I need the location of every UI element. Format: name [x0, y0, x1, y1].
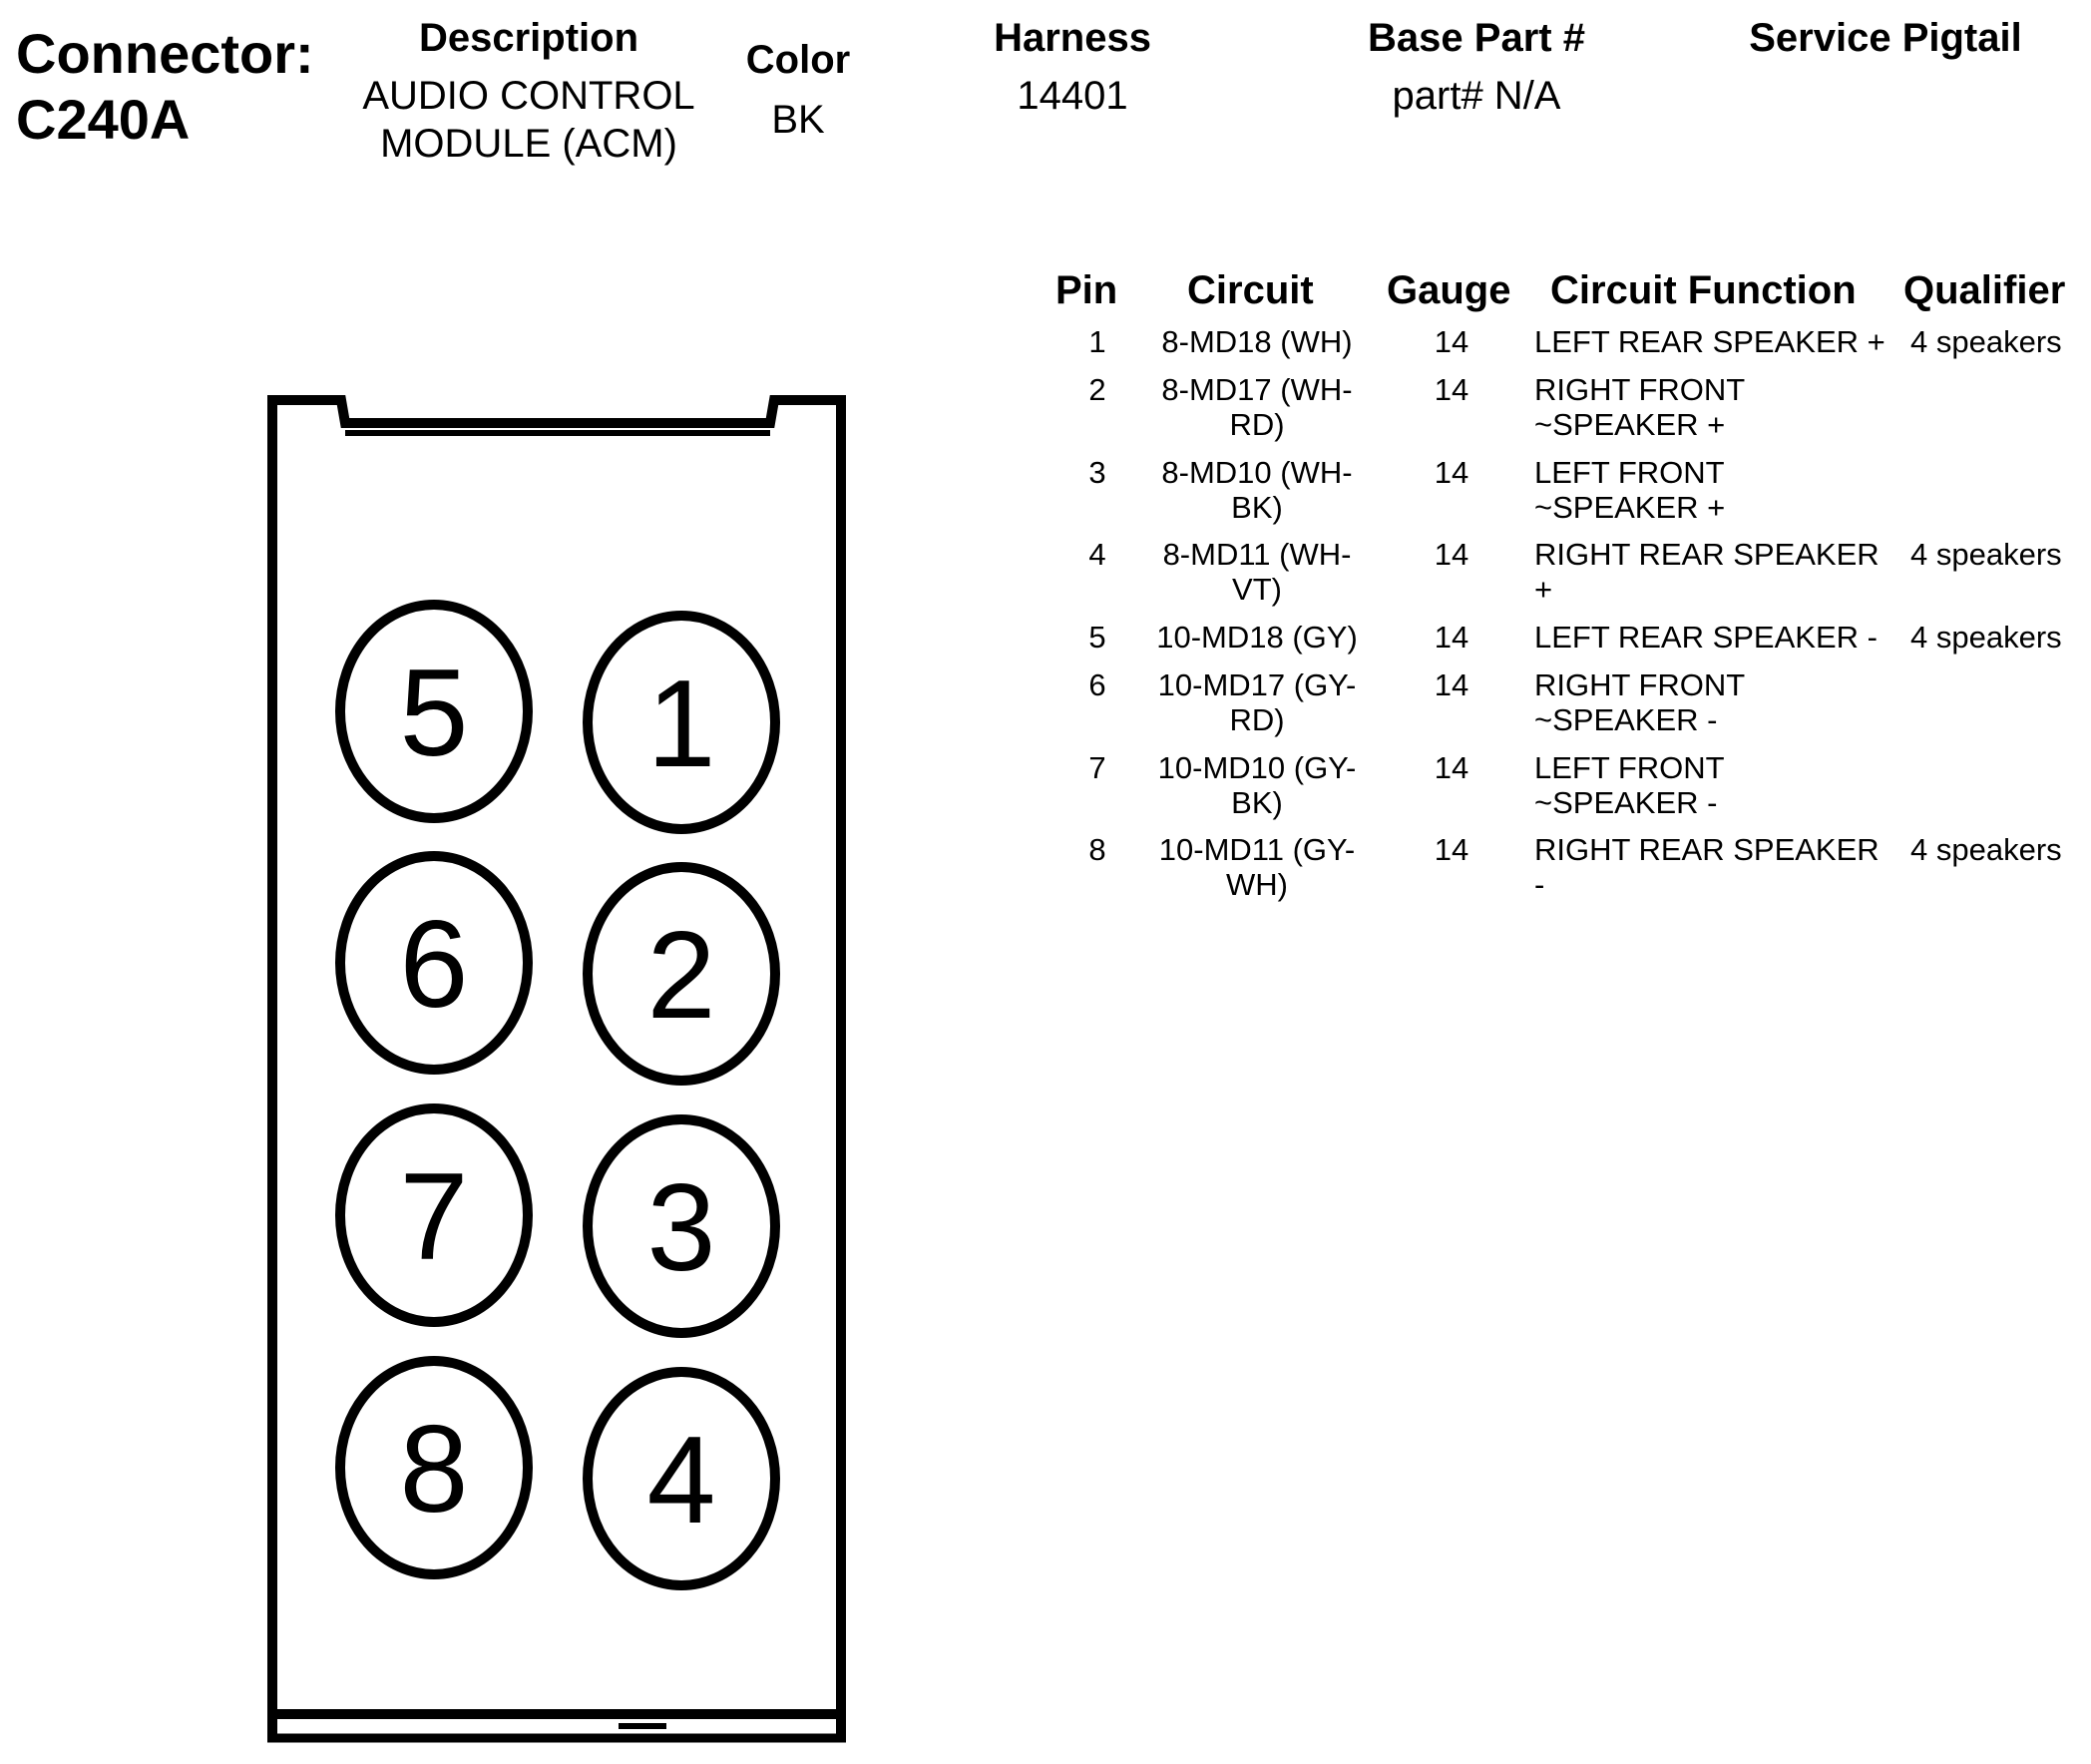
circuit-cell: 10-MD11 (GY- WH): [1158, 832, 1356, 902]
circuit-cell: 8-MD17 (WH- RD): [1161, 372, 1353, 442]
cavity-number: 1: [647, 656, 716, 793]
cavity-circle: [335, 600, 533, 823]
circuit-function-cell: LEFT FRONT ~SPEAKER -: [1534, 750, 1725, 820]
description-value: AUDIO CONTROL MODULE (ACM): [362, 74, 695, 166]
cavity: 2: [583, 862, 780, 1086]
cavity-number: 3: [647, 1159, 716, 1297]
pin-cell: 5: [1088, 620, 1106, 655]
color-label: Color: [745, 38, 851, 82]
connector-id: C240A: [16, 88, 191, 151]
cavity: 3: [583, 1114, 780, 1338]
cavity: 4: [583, 1367, 780, 1590]
circuit-cell: 10-MD18 (GY): [1156, 620, 1358, 655]
cavity: 5: [335, 600, 533, 823]
cavity-circle: [583, 1114, 780, 1338]
base-part-value: part# N/A: [1392, 74, 1561, 118]
circuit-function-cell: LEFT FRONT ~SPEAKER +: [1534, 455, 1726, 525]
gauge-cell: 14: [1434, 750, 1469, 785]
qualifier-cell: 4 speakers: [1910, 620, 2062, 655]
pin-cell: 7: [1088, 750, 1106, 785]
cavity-circle: [335, 851, 533, 1075]
cavity: 6: [335, 851, 533, 1075]
qualifier-cell: 4 speakers: [1910, 324, 2062, 359]
circuit-cell: 10-MD17 (GY- RD): [1157, 667, 1357, 737]
gauge-cell: 14: [1434, 832, 1469, 867]
connector-housing-outline: [267, 395, 846, 1736]
harness-value: 14401: [1017, 74, 1128, 118]
circuit-function-cell: RIGHT REAR SPEAKER -: [1534, 832, 1880, 902]
color-value: BK: [771, 98, 825, 142]
circuit-cell: 10-MD10 (GY- BK): [1157, 750, 1357, 820]
pin-cell: 3: [1088, 455, 1106, 490]
column-header-qualifier: Qualifier: [1903, 268, 2066, 312]
cavity-circle: [583, 611, 780, 834]
column-header-circuit-function: Circuit Function: [1550, 268, 1857, 312]
connector-title-label: Connector:: [16, 22, 314, 85]
gauge-cell: 14: [1434, 620, 1469, 655]
cavity: 8: [335, 1356, 533, 1579]
gauge-cell: 14: [1434, 324, 1469, 359]
circuit-cell: 8-MD10 (WH- BK): [1161, 455, 1353, 525]
gauge-cell: 14: [1434, 537, 1469, 572]
cavity: 7: [335, 1103, 533, 1327]
cavity-number: 4: [647, 1412, 716, 1549]
circuit-cell: 8-MD11 (WH- VT): [1162, 537, 1352, 607]
cavity-number: 2: [647, 907, 716, 1045]
circuit-cell: 8-MD18 (WH): [1161, 324, 1353, 359]
pin-cell: 6: [1088, 667, 1106, 702]
harness-label: Harness: [994, 16, 1151, 60]
pin-cell: 8: [1088, 832, 1106, 867]
column-header-circuit: Circuit: [1187, 268, 1314, 312]
cavity: 1: [583, 611, 780, 834]
circuit-function-cell: RIGHT REAR SPEAKER +: [1534, 537, 1880, 607]
column-header-pin: Pin: [1055, 268, 1118, 312]
column-header-gauge: Gauge: [1387, 268, 1511, 312]
pin-cell: 1: [1088, 324, 1106, 359]
gauge-cell: 14: [1434, 372, 1469, 407]
pin-cell: 2: [1088, 372, 1106, 407]
cavity-number: 7: [400, 1148, 469, 1286]
cavity-circle: [583, 1367, 780, 1590]
cavity-circle: [335, 1103, 533, 1327]
gauge-cell: 14: [1434, 667, 1469, 702]
circuit-function-cell: LEFT REAR SPEAKER +: [1534, 324, 1885, 359]
qualifier-cell: 4 speakers: [1910, 537, 2062, 572]
cavity-circle: [583, 862, 780, 1086]
cavity-number: 5: [400, 645, 469, 782]
description-label: Description: [418, 16, 639, 60]
cavity-number: 6: [400, 896, 469, 1034]
base-part-label: Base Part #: [1368, 16, 1585, 60]
pin-cell: 4: [1088, 537, 1106, 572]
gauge-cell: 14: [1434, 455, 1469, 490]
service-pigtail-label: Service Pigtail: [1749, 16, 2022, 60]
circuit-function-cell: RIGHT FRONT ~SPEAKER -: [1534, 667, 1746, 737]
cavity-group: 5 1 6 2 7 3 8 4: [335, 600, 780, 1590]
circuit-function-cell: RIGHT FRONT ~SPEAKER +: [1534, 372, 1746, 442]
cavity-circle: [335, 1356, 533, 1579]
qualifier-cell: 4 speakers: [1910, 832, 2062, 867]
cavity-number: 8: [400, 1401, 469, 1539]
circuit-function-cell: LEFT REAR SPEAKER -: [1534, 620, 1878, 655]
